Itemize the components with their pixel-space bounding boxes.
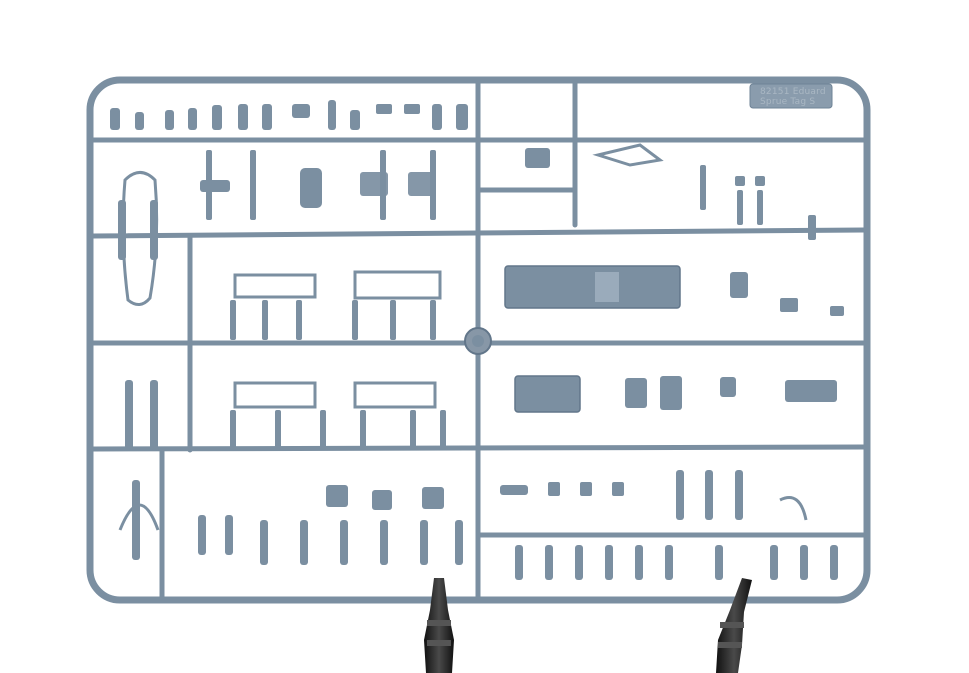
sprue-frame (86, 76, 871, 604)
left-clamp (424, 578, 454, 673)
right-large-parts (504, 265, 844, 413)
lower-right-parts (500, 470, 838, 580)
left-column-parts (118, 171, 160, 560)
upper-left-parts (200, 150, 436, 220)
lower-left-parts (198, 485, 463, 565)
upper-right-parts (525, 143, 816, 240)
sprue-tag-line-2: Sprue Tag S (760, 97, 815, 107)
middle-left-parts (233, 270, 442, 409)
top-row-parts (110, 100, 468, 130)
sprue-tag: 82151 Eduard Sprue Tag S (749, 83, 833, 109)
sprue-hub (464, 327, 492, 355)
sprue-tag-line-1: 82151 Eduard (760, 87, 826, 97)
right-clamp (716, 578, 752, 673)
middle-left-stems (230, 300, 446, 450)
sprue-runners (90, 80, 867, 600)
